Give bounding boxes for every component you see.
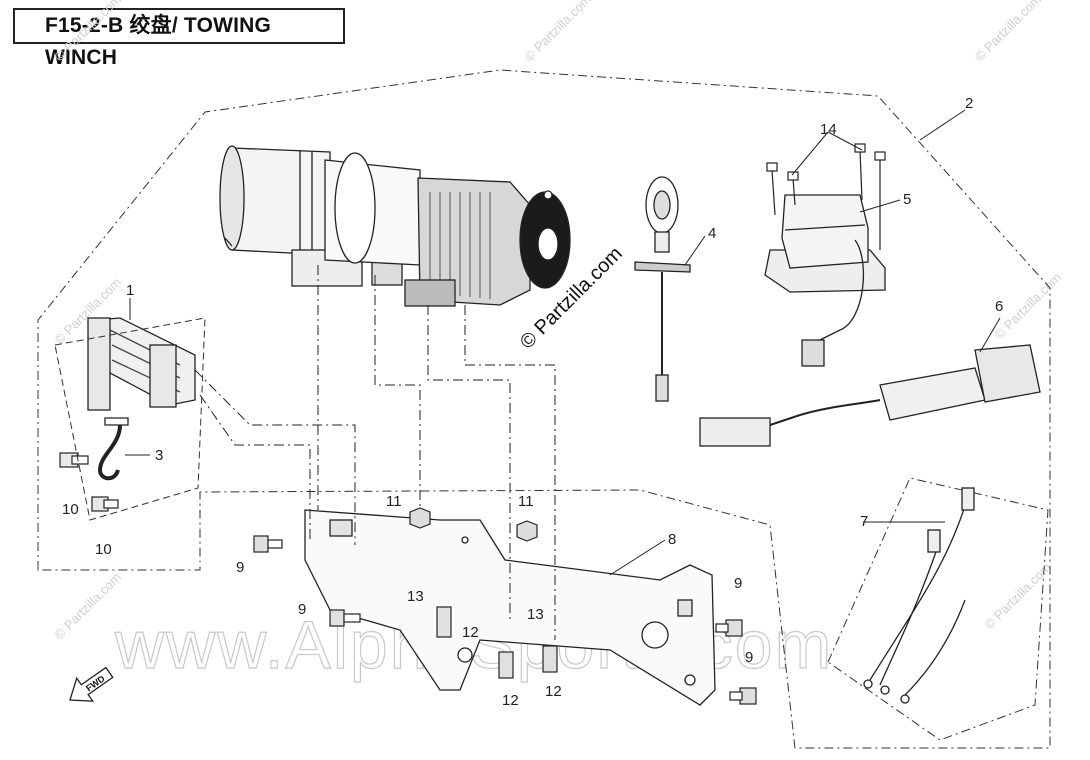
winch-motor: [219, 145, 571, 307]
callout-7: 7: [860, 513, 868, 530]
callout-11: 11: [386, 493, 402, 510]
callout-9: 9: [298, 601, 306, 618]
callout-8: 8: [668, 531, 676, 548]
watermark-partzilla: © Partzilla.com: [52, 0, 125, 64]
bolts-9-and-12: [253, 535, 757, 705]
diagram-title: F15-2-B 绞盘/ TOWING WINCH: [13, 8, 345, 69]
callout-12: 12: [502, 692, 519, 709]
callout-6: 6: [995, 298, 1003, 315]
nut-11: [409, 507, 538, 542]
assembly-leaders: [194, 265, 556, 640]
watermark-partzilla: © Partzilla.com: [52, 570, 125, 643]
watermark-partzilla: © Partzilla.com: [982, 560, 1055, 633]
callout-2: 2: [965, 95, 973, 112]
watermark-partzilla: © Partzilla.com: [522, 0, 595, 64]
callout-4: 4: [708, 225, 716, 242]
callout-1: 1: [126, 282, 134, 299]
callout-5: 5: [903, 191, 911, 208]
contactor-box: [764, 143, 886, 367]
bolt-10: [59, 452, 119, 512]
callout-11: 11: [518, 493, 534, 510]
callout-10: 10: [95, 541, 112, 558]
callout-12: 12: [545, 683, 562, 700]
hand-remote: [699, 344, 1041, 447]
callout-13: 13: [407, 588, 424, 605]
callout-13: 13: [527, 606, 544, 623]
rocker-switch: [634, 176, 691, 402]
callout-3: 3: [155, 447, 163, 464]
watermark-partzilla: © Partzilla.com: [972, 0, 1045, 64]
tow-hook: [97, 417, 129, 481]
callout-10: 10: [62, 501, 79, 518]
battery-cables: [827, 477, 1049, 741]
roller-fairlead: [87, 317, 196, 411]
kit-boundary: [37, 69, 1051, 749]
callout-leaders: [125, 109, 1001, 576]
callout-9: 9: [745, 649, 753, 666]
callout-9: 9: [236, 559, 244, 576]
forward-arrow-icon: FWD: [69, 666, 114, 702]
callout-14: 14: [820, 121, 837, 138]
fairlead-group-box: [54, 317, 206, 521]
callout-12: 12: [462, 624, 479, 641]
callout-9: 9: [734, 575, 742, 592]
